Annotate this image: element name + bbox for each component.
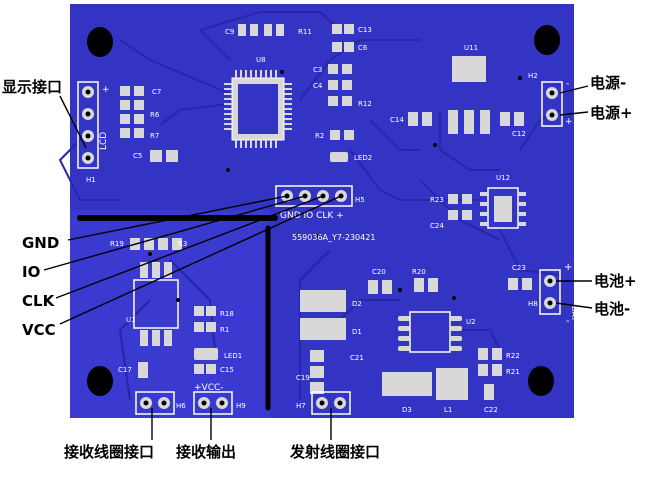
silkscreen-labels: C9 R11 C13 C6 U8 C3 C4 R12 R2 LED2 C7 R6…	[86, 26, 579, 414]
label-c17: C17	[118, 366, 132, 374]
label-u11: U11	[464, 44, 478, 52]
label-c5: C5	[133, 152, 142, 160]
label-plus-h8: +	[564, 262, 572, 273]
smd-pads	[120, 24, 532, 400]
label-c14: C14	[390, 116, 404, 124]
label-plus-h1: +	[102, 85, 110, 95]
label-r20: R20	[412, 268, 426, 276]
mounting-holes	[87, 25, 560, 396]
label-h1: H1	[86, 176, 96, 184]
label-l1: L1	[444, 406, 452, 414]
callout-display-port: 显示接口	[2, 78, 63, 96]
label-r21: R21	[506, 368, 520, 376]
callout-rx-coil-port: 接收线圈接口	[64, 443, 155, 461]
label-c22: C22	[484, 406, 498, 414]
label-led1: LED1	[224, 352, 242, 360]
label-c23: C23	[512, 264, 526, 272]
callout-power-minus: 电源-	[590, 74, 627, 92]
callout-tx-coil-port: 发射线圈接口	[290, 443, 381, 461]
label-h2: H2	[528, 72, 538, 80]
callout-battery-plus: 电池+	[594, 272, 637, 290]
label-r3: R3	[178, 240, 187, 248]
callout-io: IO	[22, 263, 41, 281]
label-c4: C4	[313, 82, 323, 90]
chip-u2	[398, 311, 462, 353]
header-h6	[135, 391, 175, 415]
label-r23: R23	[430, 196, 444, 204]
header-h2	[541, 81, 563, 127]
label-c20: C20	[372, 268, 386, 276]
label-c13: C13	[358, 26, 372, 34]
label-h9: H9	[236, 402, 246, 410]
chip-u12	[480, 187, 526, 229]
leader-lines	[43, 85, 593, 440]
label-minus-h8: -	[566, 316, 570, 327]
header-h8	[539, 269, 561, 315]
label-c15: C15	[220, 366, 234, 374]
callout-rx-output: 接收输出	[176, 443, 237, 461]
label-lcd: LCD	[99, 132, 109, 150]
label-c9: C9	[225, 28, 234, 36]
label-h8: H8	[528, 300, 538, 308]
label-h5-pins: GND IO CLK +	[280, 211, 344, 221]
label-minus-h2: -	[566, 79, 569, 89]
label-r6: R6	[150, 111, 160, 119]
label-d3: D3	[402, 406, 412, 414]
label-r11: R11	[298, 28, 312, 36]
label-r2: R2	[315, 132, 324, 140]
label-r22: R22	[506, 352, 520, 360]
callout-gnd: GND	[22, 234, 60, 252]
callout-battery-minus: 电池-	[594, 300, 631, 318]
chip-u8	[224, 70, 292, 148]
label-plus-h2: +	[565, 117, 573, 127]
label-d1: D1	[352, 328, 362, 336]
label-c7: C7	[152, 88, 161, 96]
label-h5: H5	[355, 196, 365, 204]
callout-clk: CLK	[22, 292, 55, 310]
label-vcc: +VCC-	[194, 383, 224, 393]
label-led2: LED2	[354, 154, 372, 162]
label-r18: R18	[220, 310, 234, 318]
label-c21: C21	[350, 354, 364, 362]
label-r7: R7	[150, 132, 159, 140]
label-u8: U8	[256, 56, 266, 64]
copper-traces	[58, 11, 561, 401]
label-c19: C19	[296, 374, 310, 382]
label-bat: BAT	[570, 306, 579, 321]
label-u12: U12	[496, 174, 510, 182]
label-board-id: 559036A_Y7-230421	[292, 233, 375, 242]
label-r19: R19	[110, 240, 124, 248]
callout-power-plus: 电源+	[590, 104, 633, 122]
label-c3: C3	[313, 66, 322, 74]
header-h9	[193, 391, 233, 415]
label-r12: R12	[358, 100, 372, 108]
vias	[148, 70, 522, 302]
label-c24: C24	[430, 222, 444, 230]
label-c6: C6	[358, 44, 368, 52]
callout-vcc: VCC	[22, 321, 56, 339]
label-r1: R1	[220, 326, 229, 334]
header-h1	[77, 81, 99, 169]
label-h7: H7	[296, 402, 306, 410]
label-u2: U2	[466, 318, 476, 326]
label-h6: H6	[176, 402, 186, 410]
label-u1: U1	[126, 316, 136, 324]
label-c12: C12	[512, 130, 526, 138]
label-d2: D2	[352, 300, 362, 308]
